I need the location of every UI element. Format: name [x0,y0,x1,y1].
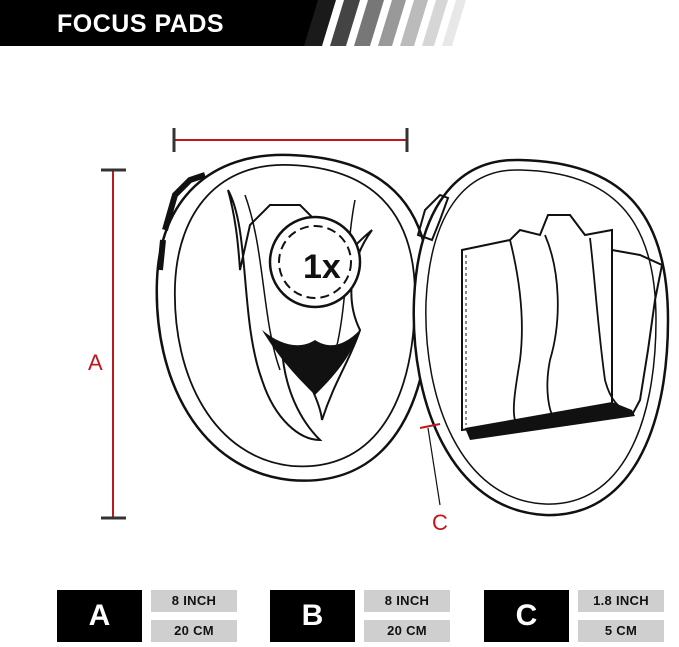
dimension-a-line [101,168,126,520]
spec-a-inch: 8 INCH [151,590,237,612]
spec-a-cm: 20 CM [151,620,237,642]
pad-logo-text: 1x [303,248,341,286]
page-title: FOCUS PADS [57,10,225,38]
dimension-a-label: A [88,350,103,375]
dimension-c-marker [419,423,441,506]
dimension-b-line [172,128,409,152]
spec-c-inch: 1.8 INCH [578,590,664,612]
spec-b-cm: 20 CM [364,620,450,642]
spec-b-letter: B [270,590,355,642]
spec-a-letter: A [57,590,142,642]
dimension-c-label: C [432,510,448,535]
spec-c-letter: C [484,590,569,642]
back-pad-illustration [412,158,670,517]
spec-b-inch: 8 INCH [364,590,450,612]
header-stripes-decoration [304,0,466,46]
front-pad-illustration: 1x [155,153,432,482]
spec-c-cm: 5 CM [578,620,664,642]
focus-pads-diagram: 1x [101,128,670,520]
header-bar [0,0,318,46]
